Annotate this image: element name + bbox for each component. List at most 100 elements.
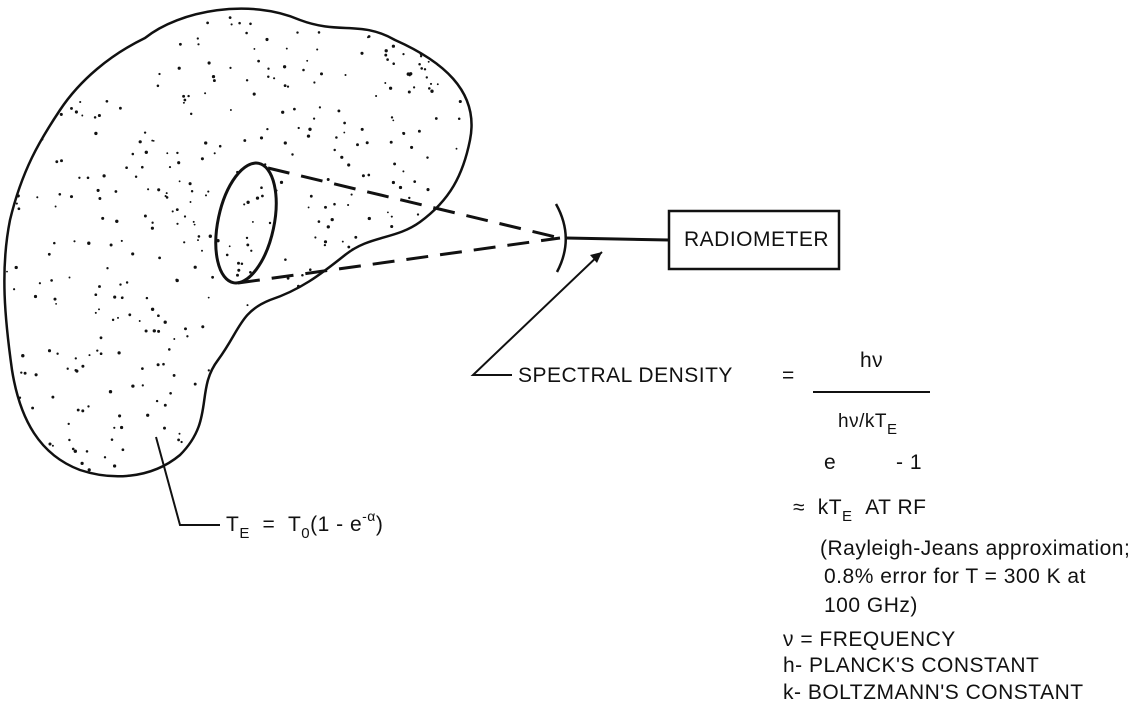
- stipple-dot: [422, 430, 427, 434]
- stipple-dot: [187, 94, 190, 98]
- stipple-dot: [140, 165, 144, 169]
- stipple-dot: [395, 368, 398, 372]
- stipple-dot: [307, 206, 310, 209]
- stipple-dot: [97, 113, 101, 118]
- stipple-dot: [5, 18, 9, 22]
- stipple-dot: [469, 97, 472, 100]
- stipple-dot: [410, 322, 413, 326]
- stipple-dot: [193, 382, 197, 386]
- stipple-dot: [257, 341, 260, 344]
- stipple-dot: [402, 53, 405, 56]
- stipple-dot: [125, 281, 129, 284]
- stipple-dot: [81, 409, 85, 413]
- stipple-dot: [269, 448, 272, 451]
- stipple-dot: [414, 393, 417, 396]
- stipple-dot: [34, 373, 38, 377]
- stipple-dot: [173, 338, 176, 340]
- stipple-dot: [326, 178, 330, 181]
- stipple-dot: [96, 188, 100, 192]
- stipple-dot: [393, 162, 397, 166]
- stipple-dot: [426, 156, 429, 159]
- stipple-dot: [425, 323, 429, 327]
- te-paren-open: (1 - e: [310, 513, 363, 536]
- stipple-dot: [476, 92, 479, 95]
- stipple-dot: [147, 188, 150, 191]
- stipple-dot: [175, 208, 179, 212]
- stipple-dot: [424, 269, 427, 273]
- stipple-dot: [251, 220, 254, 223]
- stipple-dot: [40, 50, 43, 54]
- stipple-dot: [347, 312, 351, 315]
- stipple-dot: [331, 329, 334, 332]
- stipple-dot: [383, 319, 386, 323]
- stipple-dot: [398, 426, 402, 430]
- stipple-dot: [360, 379, 364, 382]
- stipple-dot: [233, 0, 236, 3]
- stipple-dot: [353, 411, 356, 414]
- stipple-dot: [53, 297, 57, 301]
- stipple-dot: [462, 184, 465, 187]
- stipple-dot: [368, 271, 372, 275]
- stipple-dot: [155, 399, 159, 403]
- stipple-dot: [335, 418, 338, 421]
- stipple-dot: [141, 367, 144, 370]
- te-symbol: T: [226, 513, 240, 536]
- stipple-dot: [433, 222, 436, 226]
- stipple-dot: [326, 225, 330, 229]
- stipple-dot: [367, 216, 371, 221]
- stipple-dot: [119, 106, 122, 110]
- stipple-dot: [279, 180, 284, 185]
- stipple-dot: [442, 375, 446, 379]
- approx-subscript: E: [842, 508, 853, 525]
- stipple-dot: [88, 354, 91, 357]
- stipple-dot: [121, 448, 125, 452]
- stipple-dot: [360, 51, 364, 55]
- stipple-dot: [87, 241, 91, 245]
- stipple-dot: [15, 432, 18, 436]
- stipple-dot: [313, 117, 316, 120]
- stipple-dot: [13, 288, 16, 291]
- stipple-dot: [312, 373, 316, 376]
- stipple-dot: [4, 463, 9, 468]
- stipple-dot: [318, 106, 322, 109]
- stipple-dot: [97, 25, 100, 29]
- stipple-dot: [333, 406, 337, 410]
- stipple-dot: [325, 273, 328, 277]
- stipple-dot: [183, 241, 186, 244]
- stipple-dot: [71, 447, 75, 451]
- stipple-dot: [212, 79, 216, 83]
- stipple-dot: [36, 482, 38, 484]
- exponential-base: e: [824, 451, 837, 474]
- stipple-dot: [246, 304, 249, 307]
- stipple-dot: [250, 249, 253, 252]
- stipple-dot: [322, 297, 325, 300]
- stipple-dot: [452, 408, 456, 413]
- stipple-dot: [23, 371, 27, 375]
- stipple-dot: [237, 261, 240, 265]
- stipple-dot: [414, 381, 418, 385]
- te-equals: =: [262, 513, 276, 536]
- stipple-dot: [68, 438, 71, 442]
- stipple-dot: [186, 335, 189, 338]
- stipple-dot: [138, 140, 142, 144]
- stipple-dot: [304, 446, 307, 449]
- stipple-dot: [433, 24, 437, 28]
- stipple-dot: [270, 337, 274, 341]
- stipple-dot: [46, 20, 50, 23]
- stipple-dot: [105, 7, 107, 9]
- stipple-dot: [472, 288, 475, 291]
- stipple-dot: [138, 320, 141, 322]
- stipple-dot: [454, 462, 457, 465]
- stipple-dot: [11, 112, 14, 115]
- stipple-dot: [441, 332, 445, 336]
- stipple-dot: [412, 239, 414, 242]
- stipple-dot: [384, 82, 387, 84]
- fraction-numerator: hν: [860, 349, 884, 372]
- stipple-dot: [157, 314, 160, 318]
- stipple-dot: [284, 4, 286, 6]
- stipple-dot: [319, 350, 321, 353]
- stipple-dot: [426, 188, 430, 192]
- stipple-dot: [449, 334, 452, 337]
- stipple-dot: [259, 136, 264, 140]
- stipple-dot: [8, 108, 12, 111]
